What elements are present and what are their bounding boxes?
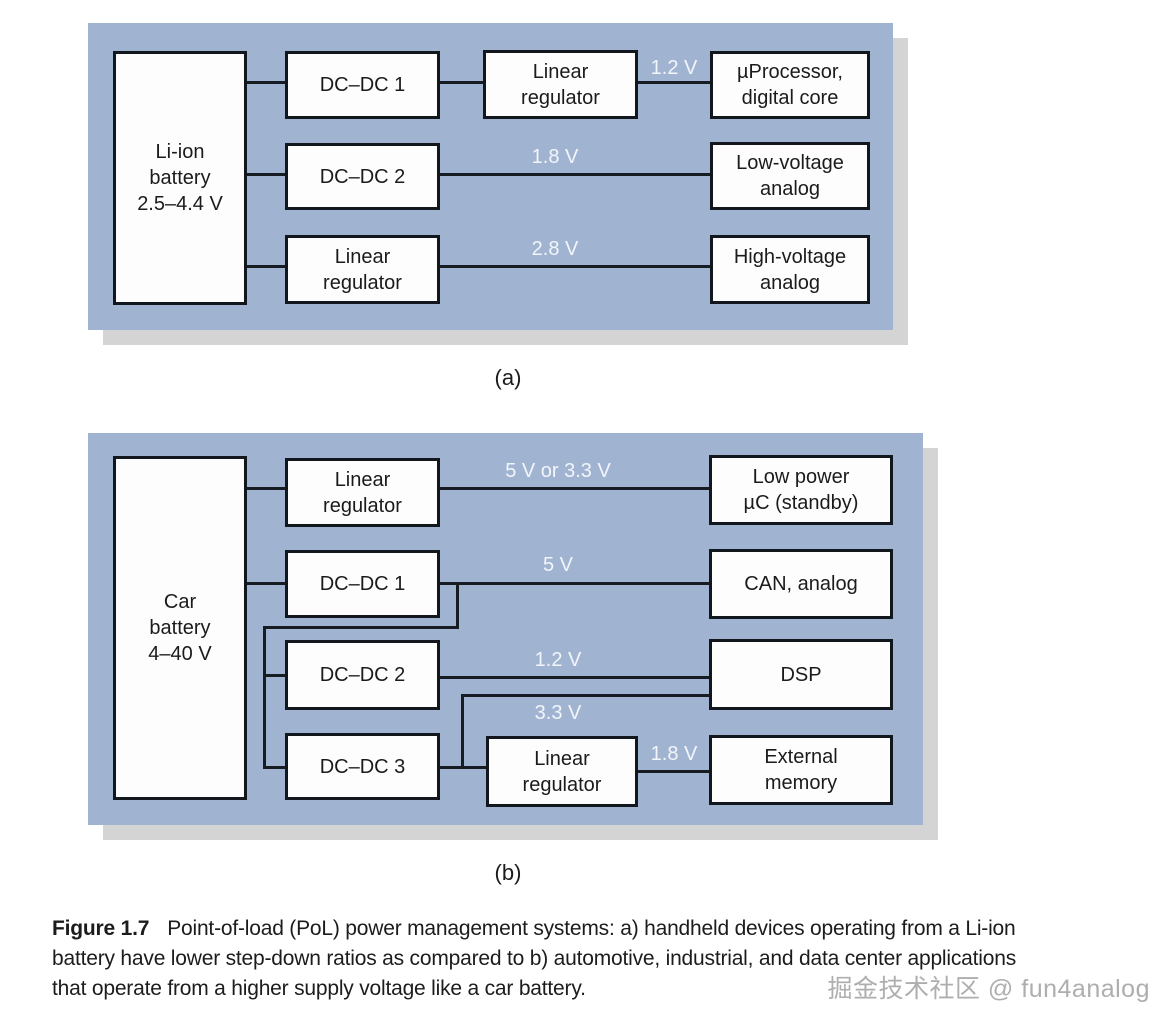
connector-bus-drop-b — [456, 582, 459, 629]
connector-linreg-lowpower-b — [438, 487, 712, 490]
voltage-label-2v8-a: 2.8 V — [531, 238, 579, 260]
box-can-analog: CAN, analog — [709, 549, 893, 619]
box-dcdc2-a: DC–DC 2 — [285, 143, 440, 210]
box-dcdc1-b: DC–DC 1 — [285, 550, 440, 618]
box-li-ion-battery: Li-ion battery 2.5–4.4 V — [113, 51, 247, 305]
connector-linreg-extmem-b — [636, 770, 712, 773]
voltage-label-3v3-b: 3.3 V — [534, 702, 582, 724]
connector-dcdc2-lowvoltage-a — [438, 173, 712, 176]
connector-dcdc1-can-b — [438, 582, 712, 585]
voltage-label-5v-or-3v3-b: 5 V or 3.3 V — [505, 460, 611, 482]
box-dcdc1-a: DC–DC 1 — [285, 51, 440, 119]
connector-linreg-highvoltage-a — [438, 265, 712, 268]
box-external-memory: External memory — [709, 735, 893, 805]
box-dcdc2-b: DC–DC 2 — [285, 640, 440, 710]
panel-a-caption: (a) — [494, 365, 522, 390]
box-dcdc3-b: DC–DC 3 — [285, 733, 440, 800]
connector-battery-dcdc1-b — [245, 582, 287, 585]
connector-bus-dcdc3-b — [263, 766, 287, 769]
voltage-label-1v2-a: 1.2 V — [650, 57, 698, 79]
figure-caption-line-3: that operate from a higher supply voltag… — [52, 977, 586, 1000]
connector-dcdc1-linreg-a — [438, 81, 485, 84]
box-low-power-uc: Low power µC (standby) — [709, 455, 893, 525]
box-linear-regulator-top-a: Linear regulator — [483, 50, 638, 119]
box-dsp: DSP — [709, 639, 893, 710]
connector-bus-dcdc2-b — [263, 674, 287, 677]
voltage-label-1v8-a: 1.8 V — [531, 146, 579, 168]
box-linear-regulator-bottom-a: Linear regulator — [285, 235, 440, 304]
connector-bus-jog-b — [263, 626, 459, 629]
box-car-battery: Car battery 4–40 V — [113, 456, 247, 800]
connector-battery-linreg-b — [245, 487, 287, 490]
box-uprocessor: µProcessor, digital core — [710, 51, 870, 119]
connector-linreg-uproc-a — [636, 81, 712, 84]
box-low-voltage-analog: Low-voltage analog — [710, 142, 870, 210]
connector-battery-dcdc2-a — [245, 173, 287, 176]
panel-b-caption: (b) — [494, 860, 522, 885]
box-linear-regulator-memory-b: Linear regulator — [486, 736, 638, 807]
voltage-label-1v2-b: 1.2 V — [534, 649, 582, 671]
connector-dcdc2-dsp-b — [438, 676, 712, 679]
figure-caption-line-2: battery have lower step-down ratios as c… — [52, 947, 1017, 970]
connector-3v3-riser-b — [461, 694, 464, 769]
connector-battery-dcdc1-a — [245, 81, 287, 84]
voltage-label-5v-b: 5 V — [542, 554, 574, 576]
connector-bus-vertical-b — [263, 626, 266, 769]
voltage-label-1v8-b: 1.8 V — [650, 743, 698, 765]
box-high-voltage-analog: High-voltage analog — [710, 235, 870, 304]
figure-number: Figure 1.7 — [52, 917, 150, 940]
connector-3v3-dsp-b — [461, 694, 712, 697]
connector-battery-linreg-a — [245, 265, 287, 268]
box-linear-regulator-top-b: Linear regulator — [285, 458, 440, 527]
watermark: 掘金技术社区 @ fun4analog — [827, 975, 1150, 1003]
